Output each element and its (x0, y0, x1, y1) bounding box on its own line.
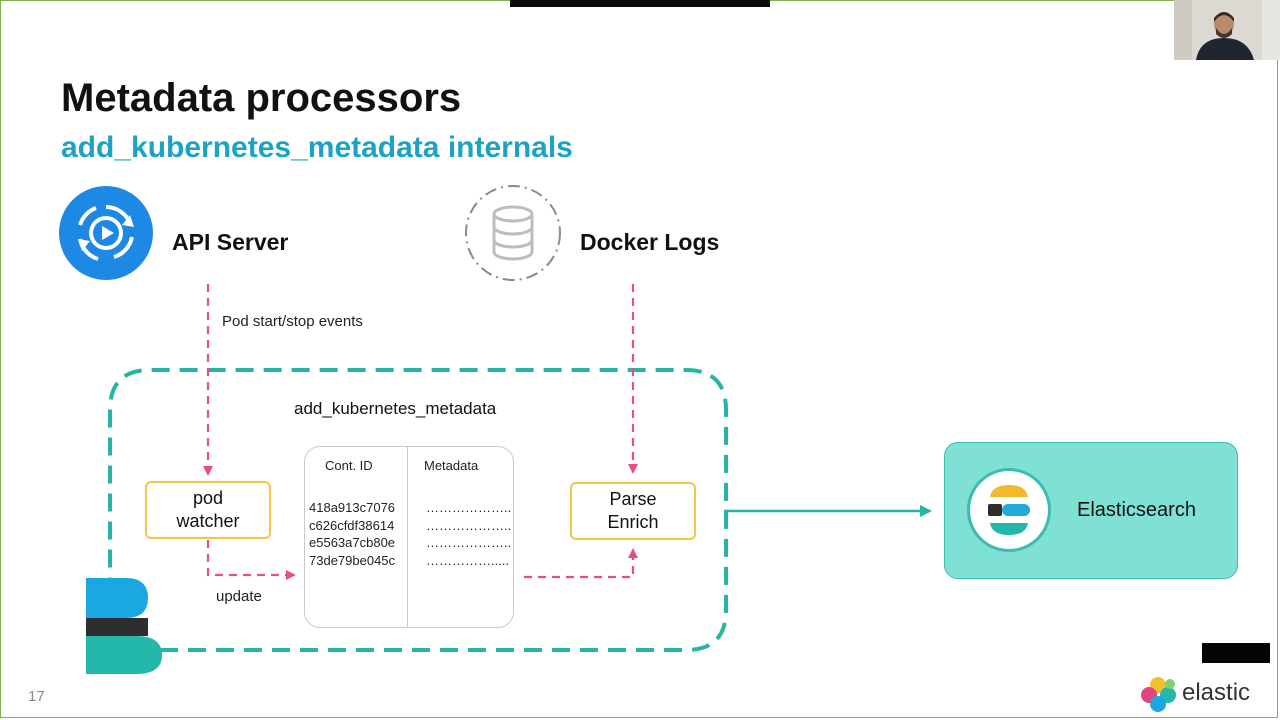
pod-watcher-box: pod watcher (145, 481, 271, 539)
table-cell-id: c626cfdf38614 (309, 517, 395, 533)
beats-logo-icon (86, 578, 166, 674)
top-bar (510, 0, 770, 7)
docker-logs-label: Docker Logs (580, 229, 720, 255)
table-cell-metadata: ……………….. (426, 517, 512, 533)
table-cell-metadata: ……………….. (426, 500, 512, 515)
table-cell-id: 73de79be045c (309, 552, 396, 568)
elasticsearch-box: Elasticsearch (944, 442, 1238, 579)
column-header-metadata: Metadata (424, 458, 479, 473)
column-header-cont-id: Cont. ID (325, 458, 373, 473)
parse-enrich-line1: Parse (609, 489, 657, 509)
api-server-label: API Server (172, 229, 289, 255)
pod-watcher-line2: watcher (176, 511, 240, 531)
table-cell-metadata: ……………..... (426, 552, 510, 568)
elasticsearch-logo-icon (967, 468, 1051, 552)
table-cell-id: 418a913c7076 (309, 500, 396, 515)
black-overlay-box (1202, 643, 1270, 663)
api-server-icon (58, 185, 154, 281)
parse-enrich-box: Parse Enrich (570, 482, 696, 540)
elastic-brand: elastic (1140, 676, 1260, 712)
slide-subtitle: add_kubernetes_metadata internals (61, 131, 573, 164)
webcam-thumbnail (1174, 0, 1280, 60)
brand-name: elastic (1182, 679, 1251, 706)
slide-number: 17 (28, 688, 45, 705)
pod-watcher-line1: pod (192, 488, 224, 508)
presenter-video-icon (1174, 0, 1280, 60)
update-arrow (206, 540, 296, 580)
lookup-arrow (524, 548, 638, 579)
table-divider (407, 447, 408, 627)
database-icon (464, 184, 562, 282)
events-label: Pod start/stop events (222, 313, 363, 330)
parse-enrich-line2: Enrich (607, 512, 659, 532)
group-outline (108, 368, 728, 652)
table-cell-metadata: ……………….. (426, 535, 512, 550)
table-cell-id: e5563a7cb80e (309, 535, 396, 550)
update-label: update (216, 588, 262, 605)
elasticsearch-label: Elasticsearch (1077, 499, 1196, 521)
group-label: add_kubernetes_metadata (294, 399, 497, 418)
slide-title: Metadata processors (61, 76, 462, 120)
metadata-cache-table: Cont. ID Metadata 418a913c7076 ……………….. … (304, 446, 514, 628)
elastic-logo-icon (1141, 677, 1176, 712)
